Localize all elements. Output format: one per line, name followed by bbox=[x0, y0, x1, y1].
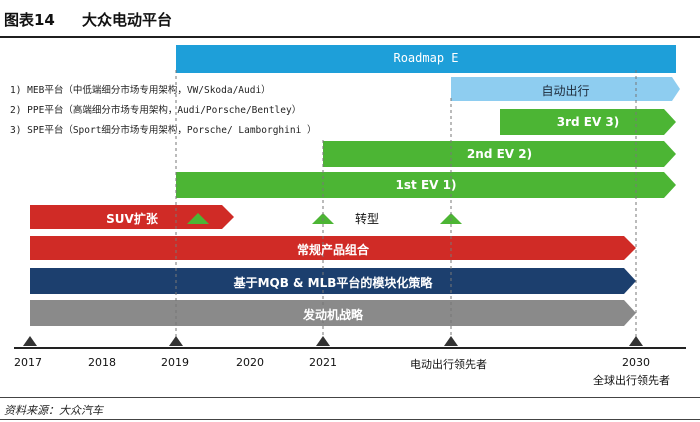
timeline-label-2017: 2017 bbox=[14, 356, 42, 369]
ev1-label: 1st EV 1) bbox=[395, 178, 457, 192]
timeline-label-2021: 2021 bbox=[309, 356, 337, 369]
timeline-label-2018: 2018 bbox=[88, 356, 116, 369]
ev1-band bbox=[176, 172, 676, 198]
source-divider bbox=[0, 397, 700, 398]
figure-title: 大众电动平台 bbox=[82, 11, 173, 29]
timeline-marker-ev-leader bbox=[444, 336, 458, 346]
roadmap-band bbox=[176, 45, 676, 73]
note-spe: 3) SPE平台（Sport细分市场专用架构，Porsche/ Lamborgh… bbox=[10, 125, 317, 136]
roadmap-label: Roadmap E bbox=[393, 51, 459, 65]
timeline-label-global-leader: 全球出行领先者 bbox=[593, 374, 670, 387]
modular-label: 基于MQB & MLB平台的模块化策略 bbox=[233, 276, 433, 290]
note-meb: 1) MEB平台（中低端细分市场专用架构，VW/Skoda/Audi） bbox=[10, 85, 271, 96]
ev3-label: 3rd EV 3) bbox=[556, 115, 620, 129]
transform-marker-1 bbox=[187, 213, 209, 224]
timeline-label-2019: 2019 bbox=[161, 356, 189, 369]
timeline-marker-2019 bbox=[169, 336, 183, 346]
ev2-label: 2nd EV 2) bbox=[466, 147, 533, 161]
suv-label: SUV扩张 bbox=[106, 212, 158, 226]
regular-band bbox=[30, 236, 636, 260]
autonomous-label: 自动出行 bbox=[541, 84, 590, 98]
autonomous-band bbox=[451, 77, 680, 101]
engine-label: 发动机战略 bbox=[302, 308, 363, 322]
source-note: 资料来源：大众汽车 bbox=[4, 404, 103, 417]
figure-label: 图表14 bbox=[4, 11, 55, 29]
footer-divider bbox=[0, 419, 700, 420]
transform-label: 转型 bbox=[355, 212, 380, 226]
title-bar bbox=[0, 0, 700, 38]
modular-band bbox=[30, 268, 636, 294]
timeline-label-2030: 2030 bbox=[622, 356, 650, 369]
timeline-marker-2017 bbox=[23, 336, 37, 346]
suv-band bbox=[30, 205, 234, 229]
regular-label: 常规产品组合 bbox=[296, 243, 369, 257]
timeline-marker-2021 bbox=[316, 336, 330, 346]
ev2-band bbox=[323, 141, 676, 167]
timeline-label-2020: 2020 bbox=[236, 356, 264, 369]
timeline-label-ev-leader: 电动出行领先者 bbox=[410, 358, 487, 371]
timeline-marker-2030 bbox=[629, 336, 643, 346]
ev3-band bbox=[500, 109, 676, 135]
note-ppe: 2) PPE平台（高端细分市场专用架构，Audi/Porsche/Bentley… bbox=[10, 105, 302, 116]
engine-band bbox=[30, 300, 636, 326]
